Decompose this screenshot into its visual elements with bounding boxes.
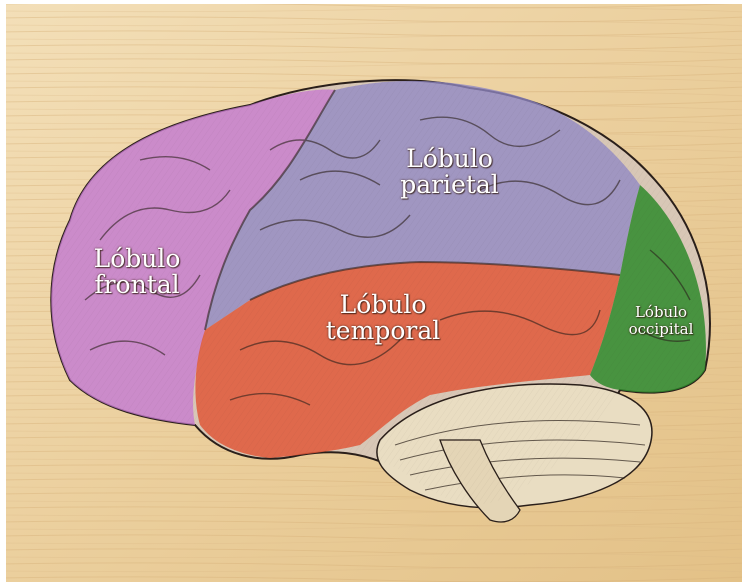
occipital-lobe-label: Lóbulo occipital <box>616 304 706 339</box>
frontal-label-line1: Lóbulo <box>82 246 192 272</box>
temporal-label-line2: temporal <box>318 318 448 344</box>
parietal-label-line2: parietal <box>392 172 507 198</box>
frontal-lobe-label: Lóbulo frontal <box>82 246 192 299</box>
occipital-label-line2: occipital <box>616 321 706 338</box>
frontal-label-line2: frontal <box>82 272 192 298</box>
occipital-label-line1: Lóbulo <box>616 304 706 321</box>
temporal-label-line1: Lóbulo <box>318 292 448 318</box>
parietal-label-line1: Lóbulo <box>392 146 507 172</box>
parietal-lobe-label: Lóbulo parietal <box>392 146 507 199</box>
temporal-lobe-label: Lóbulo temporal <box>318 292 448 345</box>
